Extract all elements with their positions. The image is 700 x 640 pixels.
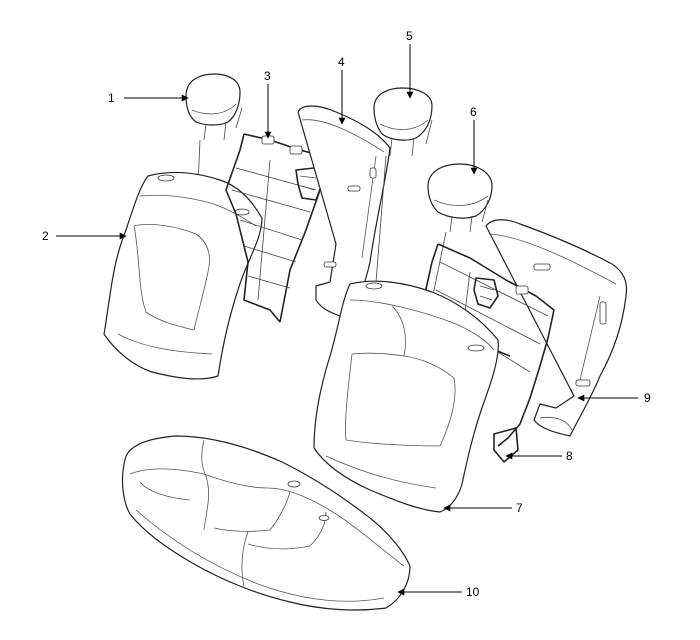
callout-6: 6 [470,105,477,119]
seat-back-cushion-left [103,171,263,380]
headrest-right [427,163,493,233]
seat-cushion [121,435,411,611]
callout-2: 2 [42,229,49,243]
callout-4: 4 [338,55,345,69]
seat-back-panel-right [485,219,628,437]
callout-5: 5 [406,29,413,43]
seat-back-cushion-right [313,280,499,513]
callout-7: 7 [516,501,523,515]
callout-1: 1 [108,91,115,105]
headrest-left [185,73,243,141]
seat-back-panel-left [297,105,391,319]
callout-leaders [56,44,638,596]
callout-10: 10 [466,585,480,599]
callout-8: 8 [566,449,573,463]
headrest-center [373,87,433,157]
callout-3: 3 [264,69,271,83]
callout-9: 9 [644,391,651,405]
